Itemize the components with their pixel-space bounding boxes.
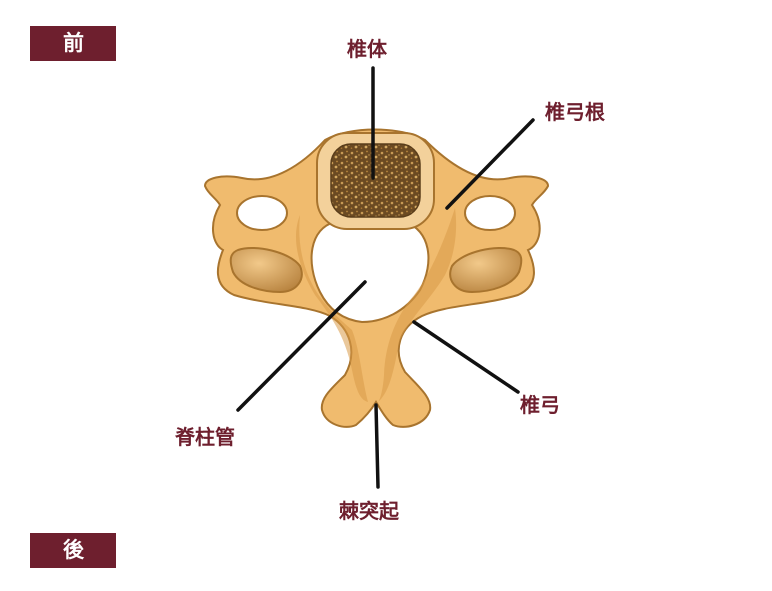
articular-facet-left <box>229 246 303 294</box>
label-spinal-canal: 脊柱管 <box>175 425 235 449</box>
label-pedicle: 椎弓根 <box>545 100 605 124</box>
arch-shading-right <box>378 208 457 402</box>
transverse-foramen-left <box>236 195 288 231</box>
transverse-foramen-right <box>464 195 516 231</box>
leader-spinal-canal <box>236 280 367 412</box>
leader-pedicle <box>445 118 535 210</box>
label-vertebral-arch: 椎弓 <box>520 393 560 417</box>
anterior-badge: 前 <box>30 26 116 61</box>
vertebral-body-core <box>330 143 421 218</box>
articular-facet-right <box>449 246 523 294</box>
label-spinous-process: 棘突起 <box>339 499 399 523</box>
posterior-badge: 後 <box>30 533 116 568</box>
leader-vertebral-arch <box>412 320 520 394</box>
leader-spinous-process <box>374 403 380 489</box>
label-vertebral-body: 椎体 <box>347 37 387 61</box>
arch-shading-left <box>295 215 368 402</box>
leader-lines <box>236 66 535 489</box>
